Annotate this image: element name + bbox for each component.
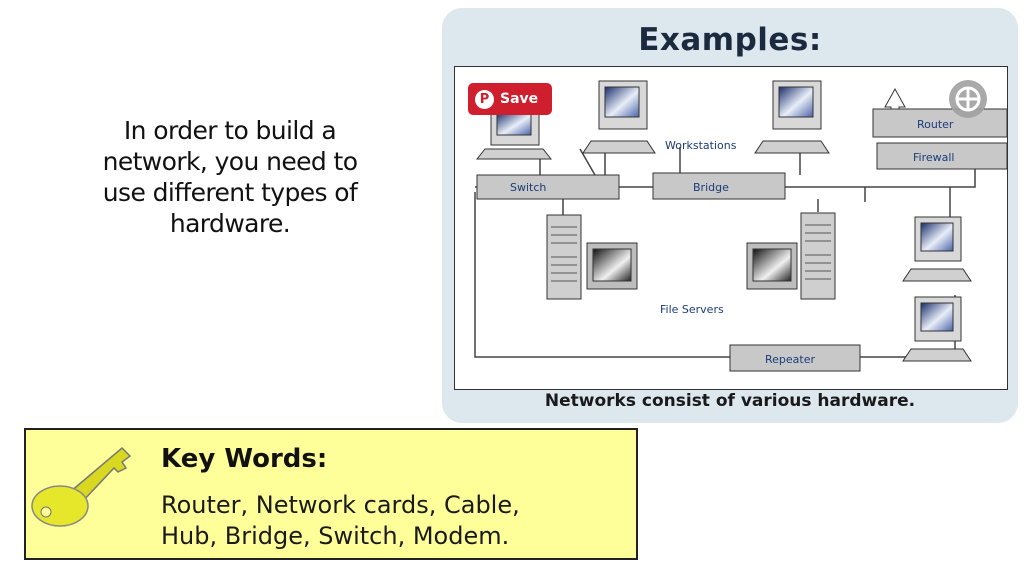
workstation-4 [902,216,972,282]
file-server-2 [746,212,836,300]
key-words-list: Router, Network cards, Cable, Hub, Bridg… [161,490,520,552]
workstation-2 [582,80,656,154]
router-label: Router [917,118,954,131]
bridge-label: Bridge [693,181,729,194]
intro-line: In order to build a [123,116,337,145]
pinterest-save-button[interactable]: P Save [468,83,552,115]
firewall-device: Firewall [876,142,1007,170]
bridge-device: Bridge [652,172,786,200]
key-words-box: Key Words: Router, Network cards, Cable,… [24,428,638,560]
key-words-line: Hub, Bridge, Switch, Modem. [161,522,510,550]
examples-card: Examples: Switch [442,8,1018,423]
key-words-line: Router, Network cards, Cable, [161,491,520,519]
intro-text: In order to build a network, you need to… [60,115,400,239]
file-servers-label: File Servers [660,303,724,316]
expand-icon [955,86,981,112]
switch-device: Switch [476,174,620,200]
workstation-5 [902,296,972,362]
router-device: Router [872,87,1007,138]
intro-line: use different types of [102,178,358,207]
save-label: Save [500,91,539,107]
diagram-caption: Networks consist of various hardware. [544,391,916,411]
switch-label: Switch [510,181,546,194]
intro-line: network, you need to [102,147,358,176]
repeater-label: Repeater [765,353,815,366]
intro-line: hardware. [169,209,291,238]
key-words-title: Key Words: [161,444,328,474]
workstations-label: Workstations [665,139,737,152]
examples-title: Examples: [638,22,822,58]
expand-button[interactable] [949,80,987,118]
file-server-1 [546,214,638,300]
network-diagram: Switch Bridge Router Firewall Repeater [454,66,1008,390]
key-icon [31,446,132,527]
repeater-device: Repeater [729,344,861,372]
pinterest-icon: P [475,89,494,109]
workstation-3 [754,80,830,154]
firewall-label: Firewall [913,151,954,164]
